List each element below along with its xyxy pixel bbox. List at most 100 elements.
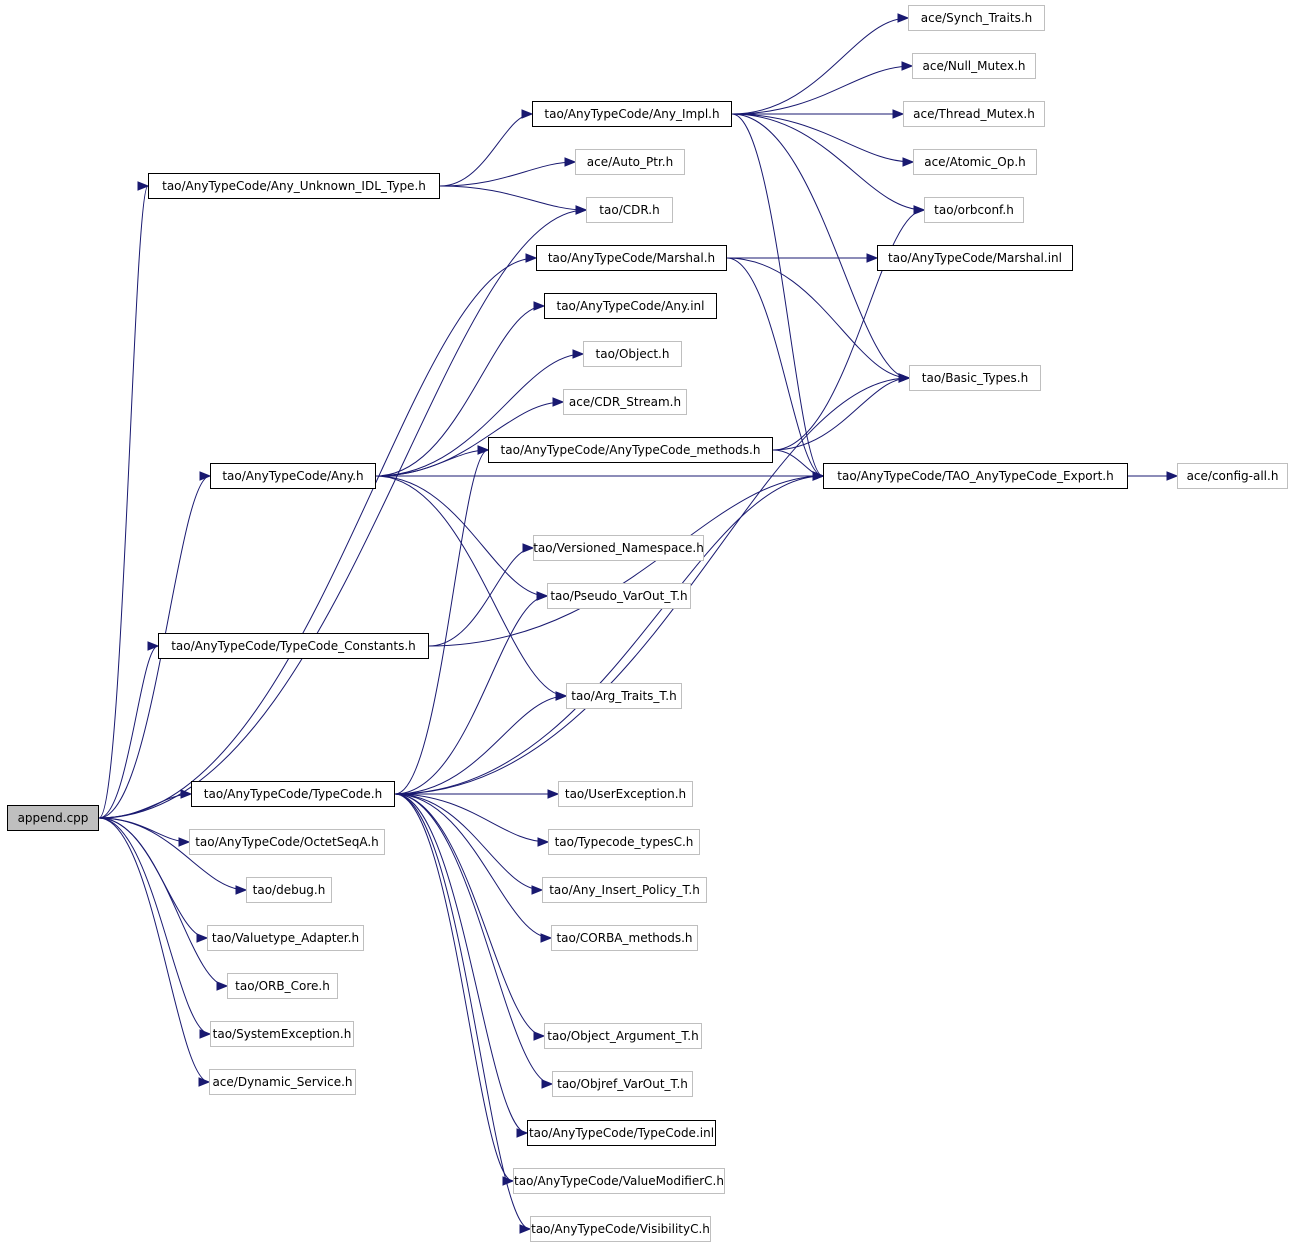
edge-any_impl-to-export	[731, 113, 824, 477]
node-label: ace/Auto_Ptr.h	[586, 155, 674, 169]
node-label: ace/Thread_Mutex.h	[913, 107, 1035, 121]
arrowhead-icon	[812, 471, 825, 481]
edge-tc_constants-to-versioned_ns	[428, 547, 534, 647]
arrowhead-icon	[541, 1079, 554, 1089]
node-user-exception[interactable]: tao/UserException.h	[558, 781, 693, 807]
node-visibility[interactable]: tao/AnyTypeCode/VisibilityC.h	[530, 1216, 711, 1242]
node-valuetype-adapter[interactable]: tao/Valuetype_Adapter.h	[207, 925, 364, 951]
node-any-unknown-idl-type[interactable]: tao/AnyTypeCode/Any_Unknown_IDL_Type.h	[148, 173, 440, 199]
node-label: tao/CORBA_methods.h	[556, 931, 693, 945]
node-label: tao/Valuetype_Adapter.h	[211, 931, 360, 945]
edge-any_impl-to-null_mutex	[731, 65, 913, 115]
arrowhead-icon	[137, 181, 150, 191]
node-cdr[interactable]: tao/CDR.h	[586, 197, 673, 223]
edge-typecode_h-to-pseudo_varout	[394, 595, 548, 795]
arrowhead-icon	[902, 157, 915, 167]
node-arg-traits[interactable]: tao/Arg_Traits_T.h	[566, 683, 682, 709]
node-value-modifier[interactable]: tao/AnyTypeCode/ValueModifierC.h	[513, 1168, 725, 1194]
arrowhead-icon	[536, 591, 549, 601]
node-dynamic-service[interactable]: ace/Dynamic_Service.h	[209, 1069, 356, 1095]
arrowhead-icon	[533, 1031, 546, 1041]
edge-any_impl-to-basic_types	[731, 113, 910, 379]
edge-typecode_h-to-typecode_inl	[394, 793, 528, 1134]
node-pseudo-varout[interactable]: tao/Pseudo_VarOut_T.h	[547, 583, 691, 609]
node-label: tao/orbconf.h	[934, 203, 1014, 217]
node-auto-ptr[interactable]: ace/Auto_Ptr.h	[575, 149, 685, 175]
edge-atc_methods-to-export	[772, 449, 824, 477]
node-label: ace/Null_Mutex.h	[922, 59, 1026, 73]
node-anytypecode-methods[interactable]: tao/AnyTypeCode/AnyTypeCode_methods.h	[488, 437, 773, 463]
arrowhead-icon	[216, 981, 229, 991]
node-marshal[interactable]: tao/AnyTypeCode/Marshal.h	[536, 245, 727, 271]
node-config-all[interactable]: ace/config-all.h	[1177, 463, 1288, 489]
edge-any_impl-to-orbconf	[731, 113, 925, 211]
node-marshal-inl[interactable]: tao/AnyTypeCode/Marshal.inl	[877, 245, 1073, 271]
arrowhead-icon	[531, 885, 544, 895]
node-label: ace/Synch_Traits.h	[920, 11, 1033, 25]
arrowhead-icon	[147, 641, 160, 651]
node-label: tao/AnyTypeCode/Any.h	[222, 469, 364, 483]
arrowhead-icon	[235, 885, 248, 895]
edge-unknown_idl-to-cdr	[439, 185, 587, 211]
node-label: tao/SystemException.h	[212, 1027, 352, 1041]
node-label: tao/AnyTypeCode/Any.inl	[556, 299, 705, 313]
node-label: append.cpp	[17, 811, 89, 825]
node-typecode-typesc[interactable]: tao/Typecode_typesC.h	[548, 829, 700, 855]
node-label: tao/UserException.h	[564, 787, 687, 801]
edge-append-to-octetseq	[98, 817, 190, 843]
node-object-argument[interactable]: tao/Object_Argument_T.h	[544, 1023, 702, 1049]
node-typecode-inl[interactable]: tao/AnyTypeCode/TypeCode.inl	[527, 1120, 716, 1146]
node-thread-mutex[interactable]: ace/Thread_Mutex.h	[903, 101, 1045, 127]
node-label: tao/Objref_VarOut_T.h	[557, 1077, 688, 1091]
arrowhead-icon	[564, 157, 577, 167]
node-object[interactable]: tao/Object.h	[583, 341, 682, 367]
arrowhead-icon	[519, 1224, 532, 1234]
node-any-insert-policy[interactable]: tao/Any_Insert_Policy_T.h	[542, 877, 707, 903]
node-basic-types[interactable]: tao/Basic_Types.h	[909, 365, 1041, 391]
node-label: tao/debug.h	[252, 883, 326, 897]
edge-append-to-orb_core	[98, 817, 228, 987]
arrowhead-icon	[552, 397, 565, 407]
arrowhead-icon	[533, 301, 546, 311]
node-corba-methods[interactable]: tao/CORBA_methods.h	[551, 925, 698, 951]
arrowhead-icon	[572, 349, 585, 359]
edge-typecode_h-to-any_insert_policy	[394, 793, 543, 891]
arrowhead-icon	[1166, 471, 1179, 481]
node-any-inl[interactable]: tao/AnyTypeCode/Any.inl	[544, 293, 717, 319]
node-orb-core[interactable]: tao/ORB_Core.h	[227, 973, 338, 999]
arrowhead-icon	[199, 1029, 212, 1039]
edge-any_impl-to-atomic_op	[731, 113, 914, 163]
node-orbconf[interactable]: tao/orbconf.h	[924, 197, 1024, 223]
node-typecode-h[interactable]: tao/AnyTypeCode/TypeCode.h	[191, 781, 395, 807]
arrowhead-icon	[555, 691, 568, 701]
edge-unknown_idl-to-auto_ptr	[439, 161, 576, 187]
node-null-mutex[interactable]: ace/Null_Mutex.h	[912, 53, 1036, 79]
edge-atc_methods-to-basic_types	[772, 377, 910, 451]
node-label: tao/AnyTypeCode/TypeCode.h	[203, 787, 383, 801]
node-cdr-stream[interactable]: ace/CDR_Stream.h	[563, 389, 687, 415]
node-octetseqa[interactable]: tao/AnyTypeCode/OctetSeqA.h	[189, 829, 385, 855]
node-tao-anytypecode-export[interactable]: tao/AnyTypeCode/TAO_AnyTypeCode_Export.h	[823, 463, 1128, 489]
node-versioned-namespace[interactable]: tao/Versioned_Namespace.h	[533, 535, 704, 561]
arrowhead-icon	[199, 471, 212, 481]
edge-marshal-to-basic_types	[726, 257, 910, 379]
edge-typecode_h-to-value_modifier	[394, 793, 514, 1182]
edge-typecode_h-to-corba_methods	[394, 793, 552, 939]
node-synch-traits[interactable]: ace/Synch_Traits.h	[908, 5, 1045, 31]
node-any-impl[interactable]: tao/AnyTypeCode/Any_Impl.h	[532, 101, 732, 127]
arrowhead-icon	[178, 837, 191, 847]
node-any-h[interactable]: tao/AnyTypeCode/Any.h	[210, 463, 376, 489]
node-typecode-constants[interactable]: tao/AnyTypeCode/TypeCode_Constants.h	[158, 633, 429, 659]
node-label: tao/Object.h	[595, 347, 670, 361]
arrowhead-icon	[180, 789, 193, 799]
node-objref-varout[interactable]: tao/Objref_VarOut_T.h	[552, 1071, 693, 1097]
edge-typecode_h-to-atc_methods	[394, 449, 489, 795]
arrowhead-icon	[537, 837, 550, 847]
node-label: tao/Object_Argument_T.h	[547, 1029, 699, 1043]
arrowhead-icon	[547, 789, 560, 799]
node-label: tao/AnyTypeCode/TypeCode.inl	[528, 1126, 715, 1140]
node-label: ace/config-all.h	[1186, 469, 1279, 483]
node-debug[interactable]: tao/debug.h	[246, 877, 332, 903]
node-atomic-op[interactable]: ace/Atomic_Op.h	[913, 149, 1037, 175]
node-system-exception[interactable]: tao/SystemException.h	[210, 1021, 354, 1047]
